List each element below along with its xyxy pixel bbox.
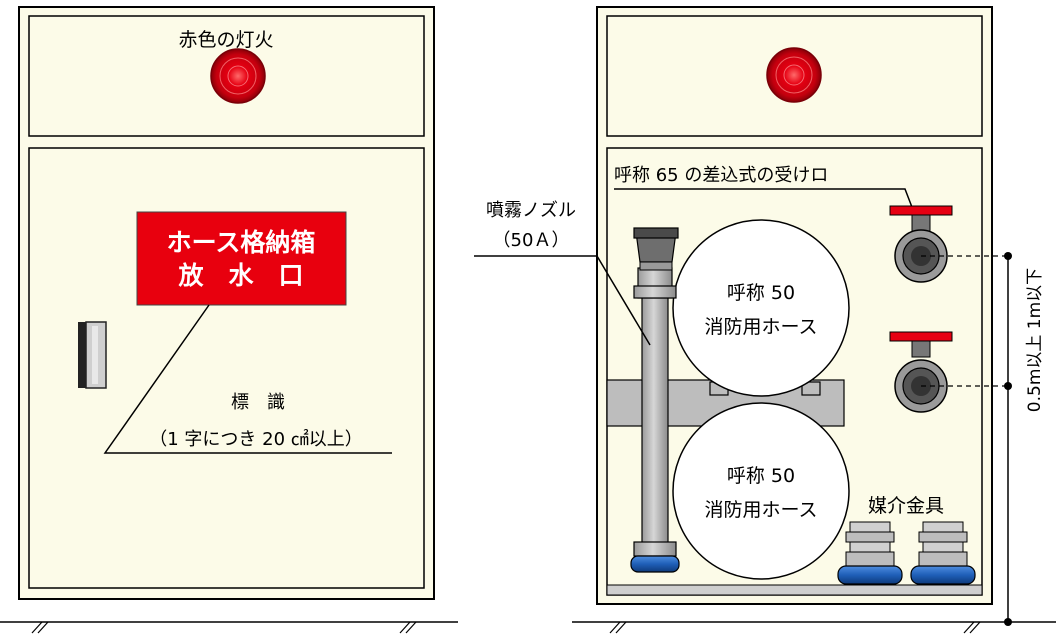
red-lamp-icon [210, 48, 266, 104]
adapter-fitting-right [910, 521, 976, 585]
sign-requirement: （1 字につき 20 ㎠以上） [149, 428, 363, 450]
hose-box-sign: ホース格納箱 放 水 口 [136, 211, 347, 306]
nozzle-leader-line [474, 255, 651, 346]
left-cabinet: 赤色の灯火 ホース格納箱 放 水 口 標 識 （1 字につき 20 ㎠以上） [18, 6, 435, 600]
sign-caption: 標 識 [231, 392, 285, 413]
hose-bottom-line1: 呼称 50 [727, 465, 795, 487]
door-handle-icon[interactable] [78, 321, 107, 389]
nozzle-label: 噴霧ノズル [486, 200, 576, 221]
inlet-valve-lower[interactable] [889, 331, 953, 413]
sign-line1: ホース格納箱 [167, 228, 316, 257]
lamp-label: 赤色の灯火 [178, 29, 273, 51]
adapter-label: 媒介金具 [868, 495, 944, 517]
hose-bottom-line2: 消防用ホース [704, 499, 817, 521]
right-cabinet: 呼称 65 の差込式の受けロ 呼称 50 消防用ホース 呼称 50 消防用ホース [474, 6, 993, 605]
inlet-label: 呼称 65 の差込式の受けロ [614, 165, 828, 186]
left-ground-line [0, 621, 458, 634]
sign-leader-line [103, 304, 392, 454]
cabinet-floor [606, 584, 983, 596]
fire-hose-bottom: 呼称 50 消防用ホース [672, 402, 850, 580]
height-dimension: 0.5m以上 1m以下 [921, 252, 1045, 626]
adapter-fitting-left [837, 521, 903, 585]
fire-hose-top: 呼称 50 消防用ホース [672, 219, 850, 397]
sign-line2: 放 水 口 [177, 261, 303, 290]
hose-top-line1: 呼称 50 [727, 282, 795, 304]
hose-top-line2: 消防用ホース [704, 316, 817, 338]
nozzle-size: （50Ａ） [493, 230, 570, 251]
red-lamp-icon [766, 47, 822, 103]
height-range-label: 0.5m以上 1m以下 [1025, 268, 1045, 412]
right-ground-line [572, 621, 1056, 634]
